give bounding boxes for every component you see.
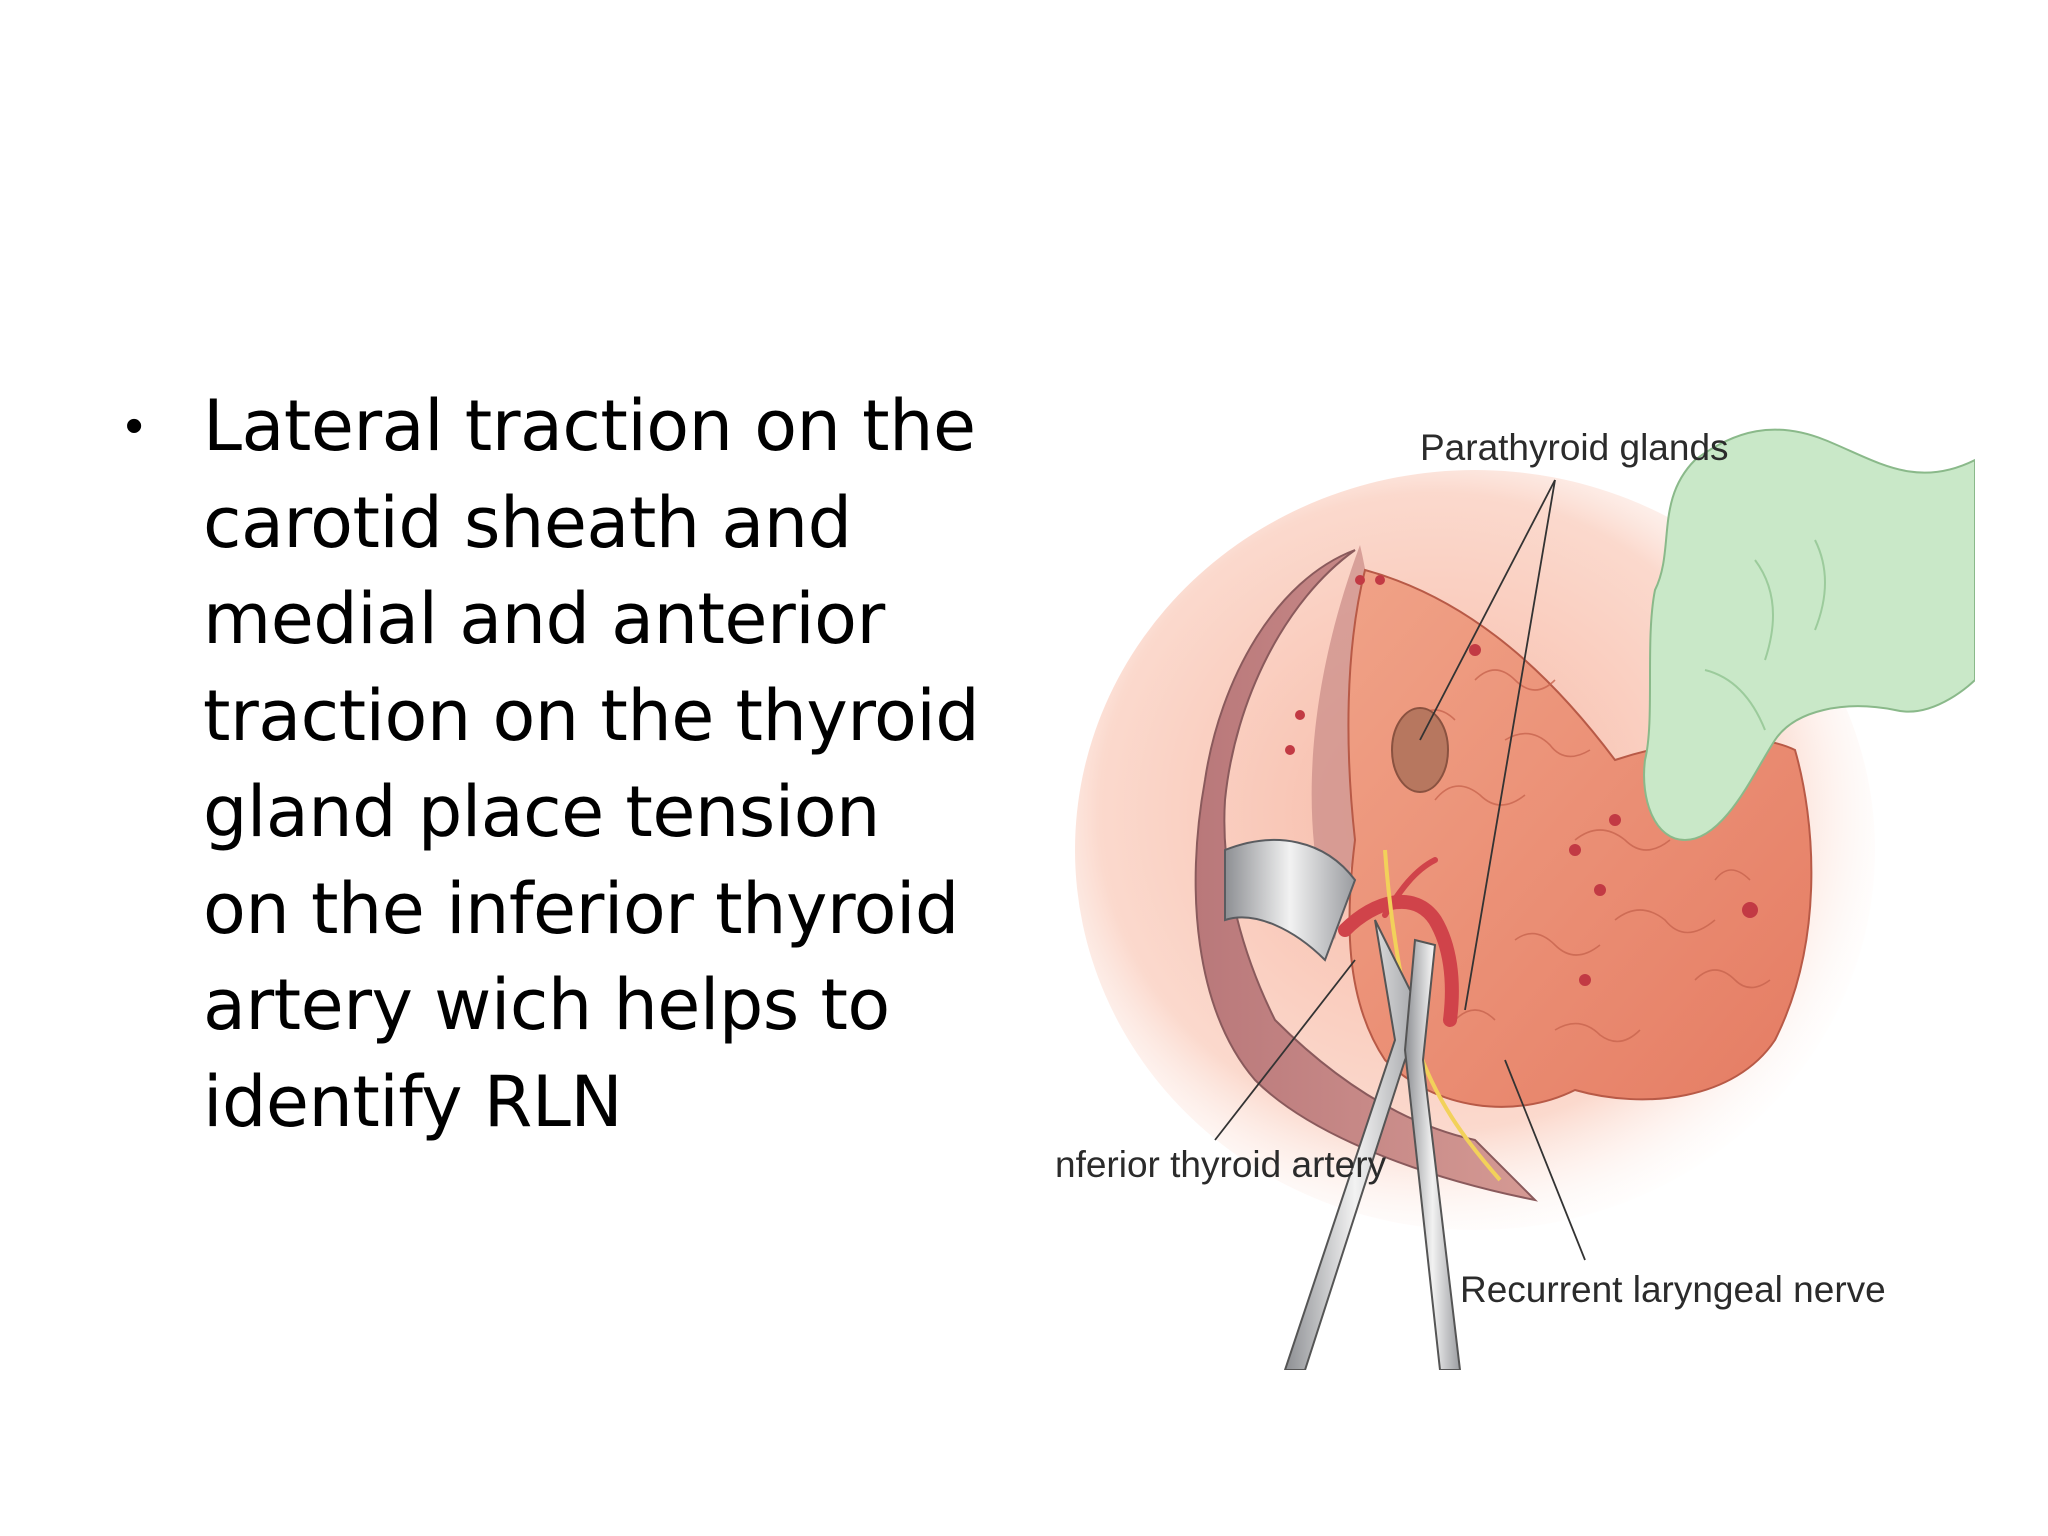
muscle-wall xyxy=(1194,549,1539,1202)
thyroid-surgery-illustration: Parathyroid glands nferior thyroid arter… xyxy=(1055,420,1975,1370)
label-recurrent-laryngeal-nerve: Recurrent laryngeal nerve xyxy=(1460,1269,1886,1310)
bullet-item: • Lateral traction on the carotid sheath… xyxy=(125,378,985,1150)
parathyroid-gland xyxy=(1391,707,1449,793)
gloved-finger xyxy=(1643,428,1975,842)
label-parathyroid-glands: Parathyroid glands xyxy=(1420,427,1729,468)
leader-lines xyxy=(1214,479,1586,1261)
illustration-svg: Parathyroid glands nferior thyroid arter… xyxy=(1055,427,1975,1370)
hemostat xyxy=(1283,919,1462,1370)
bullet-list: • Lateral traction on the carotid sheath… xyxy=(125,378,985,1150)
thyroid-gland xyxy=(1347,568,1813,1108)
vessel-ties xyxy=(1285,575,1758,986)
label-inferior-thyroid-artery: nferior thyroid artery xyxy=(1055,1144,1387,1185)
inferior-thyroid-artery xyxy=(1338,895,1459,1027)
bullet-marker: • xyxy=(125,397,144,455)
retractor xyxy=(1224,839,1357,962)
bullet-text: Lateral traction on the carotid sheath a… xyxy=(203,385,980,1143)
